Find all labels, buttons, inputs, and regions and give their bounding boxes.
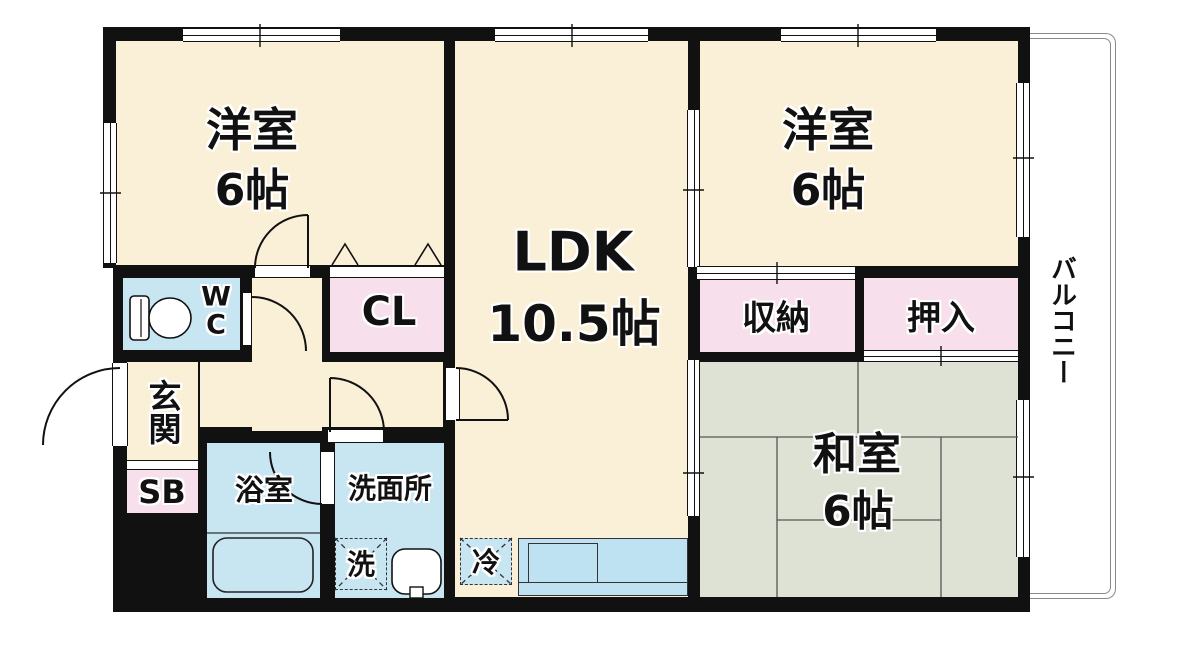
balcony-inner-rail	[1030, 38, 1111, 594]
closet-folding-track	[330, 266, 444, 278]
label-shoe-box: SB	[138, 473, 186, 511]
label-bathroom: 浴室	[234, 473, 294, 507]
room-western-right	[700, 41, 1018, 266]
label-japanese-size: 6帖	[822, 486, 894, 536]
label-western-right-size: 6帖	[790, 165, 866, 216]
room-japanese	[700, 362, 1018, 597]
window-western-right-top	[781, 28, 936, 42]
label-western-left-size: 6帖	[214, 165, 290, 216]
label-washing-machine: 洗	[346, 548, 376, 581]
label-washroom: 洗面所	[347, 472, 433, 505]
label-toilet: WC	[201, 281, 231, 341]
label-western-right-name: 洋室	[782, 103, 874, 157]
room-shoe-box	[127, 470, 198, 513]
bathroom-door-leaf	[320, 452, 335, 504]
window-japanese-side	[1016, 400, 1030, 557]
window-western-left-side	[103, 123, 117, 263]
toilet-door-leaf	[242, 293, 252, 345]
room-closet	[330, 278, 444, 352]
kitchen-counter	[518, 538, 688, 596]
door-arc-front	[42, 367, 121, 446]
ldk-door-leaf	[445, 368, 460, 420]
label-storage: 収納	[742, 298, 810, 339]
label-ldk-name: LDK	[512, 220, 634, 284]
label-japanese-name: 和室	[813, 429, 901, 480]
label-entrance: 玄関	[143, 379, 182, 445]
label-ldk-size: 10.5帖	[487, 295, 661, 353]
label-refrigerator: 冷	[471, 546, 501, 579]
sliding-door-ldk-japanese	[687, 360, 700, 516]
hall-corridor	[200, 362, 443, 427]
room-futon-closet	[864, 278, 1018, 350]
window-western-right-side	[1016, 83, 1030, 237]
doorway-western-left	[255, 265, 310, 278]
label-balcony: バルコニー	[1046, 255, 1077, 385]
counter-edge-line	[519, 582, 687, 583]
window-western-left-top	[183, 28, 340, 42]
label-western-left-name: 洋室	[206, 103, 298, 157]
kitchen-sink	[528, 543, 598, 583]
label-closet: CL	[361, 289, 417, 335]
front-door-leaf	[112, 363, 128, 446]
window-ldk-top	[495, 28, 648, 42]
room-ldk	[455, 41, 688, 597]
entrance-step-band	[127, 460, 198, 470]
sliding-door-storage	[697, 266, 855, 280]
sliding-partition-ldk-western	[687, 110, 700, 267]
room-entrance	[127, 362, 198, 460]
room-storage	[700, 280, 855, 352]
label-futon-closet: 押入	[907, 298, 975, 339]
balcony-area	[1030, 33, 1116, 599]
doorway-washroom	[328, 429, 383, 443]
sliding-door-futon-closet	[864, 350, 1018, 362]
